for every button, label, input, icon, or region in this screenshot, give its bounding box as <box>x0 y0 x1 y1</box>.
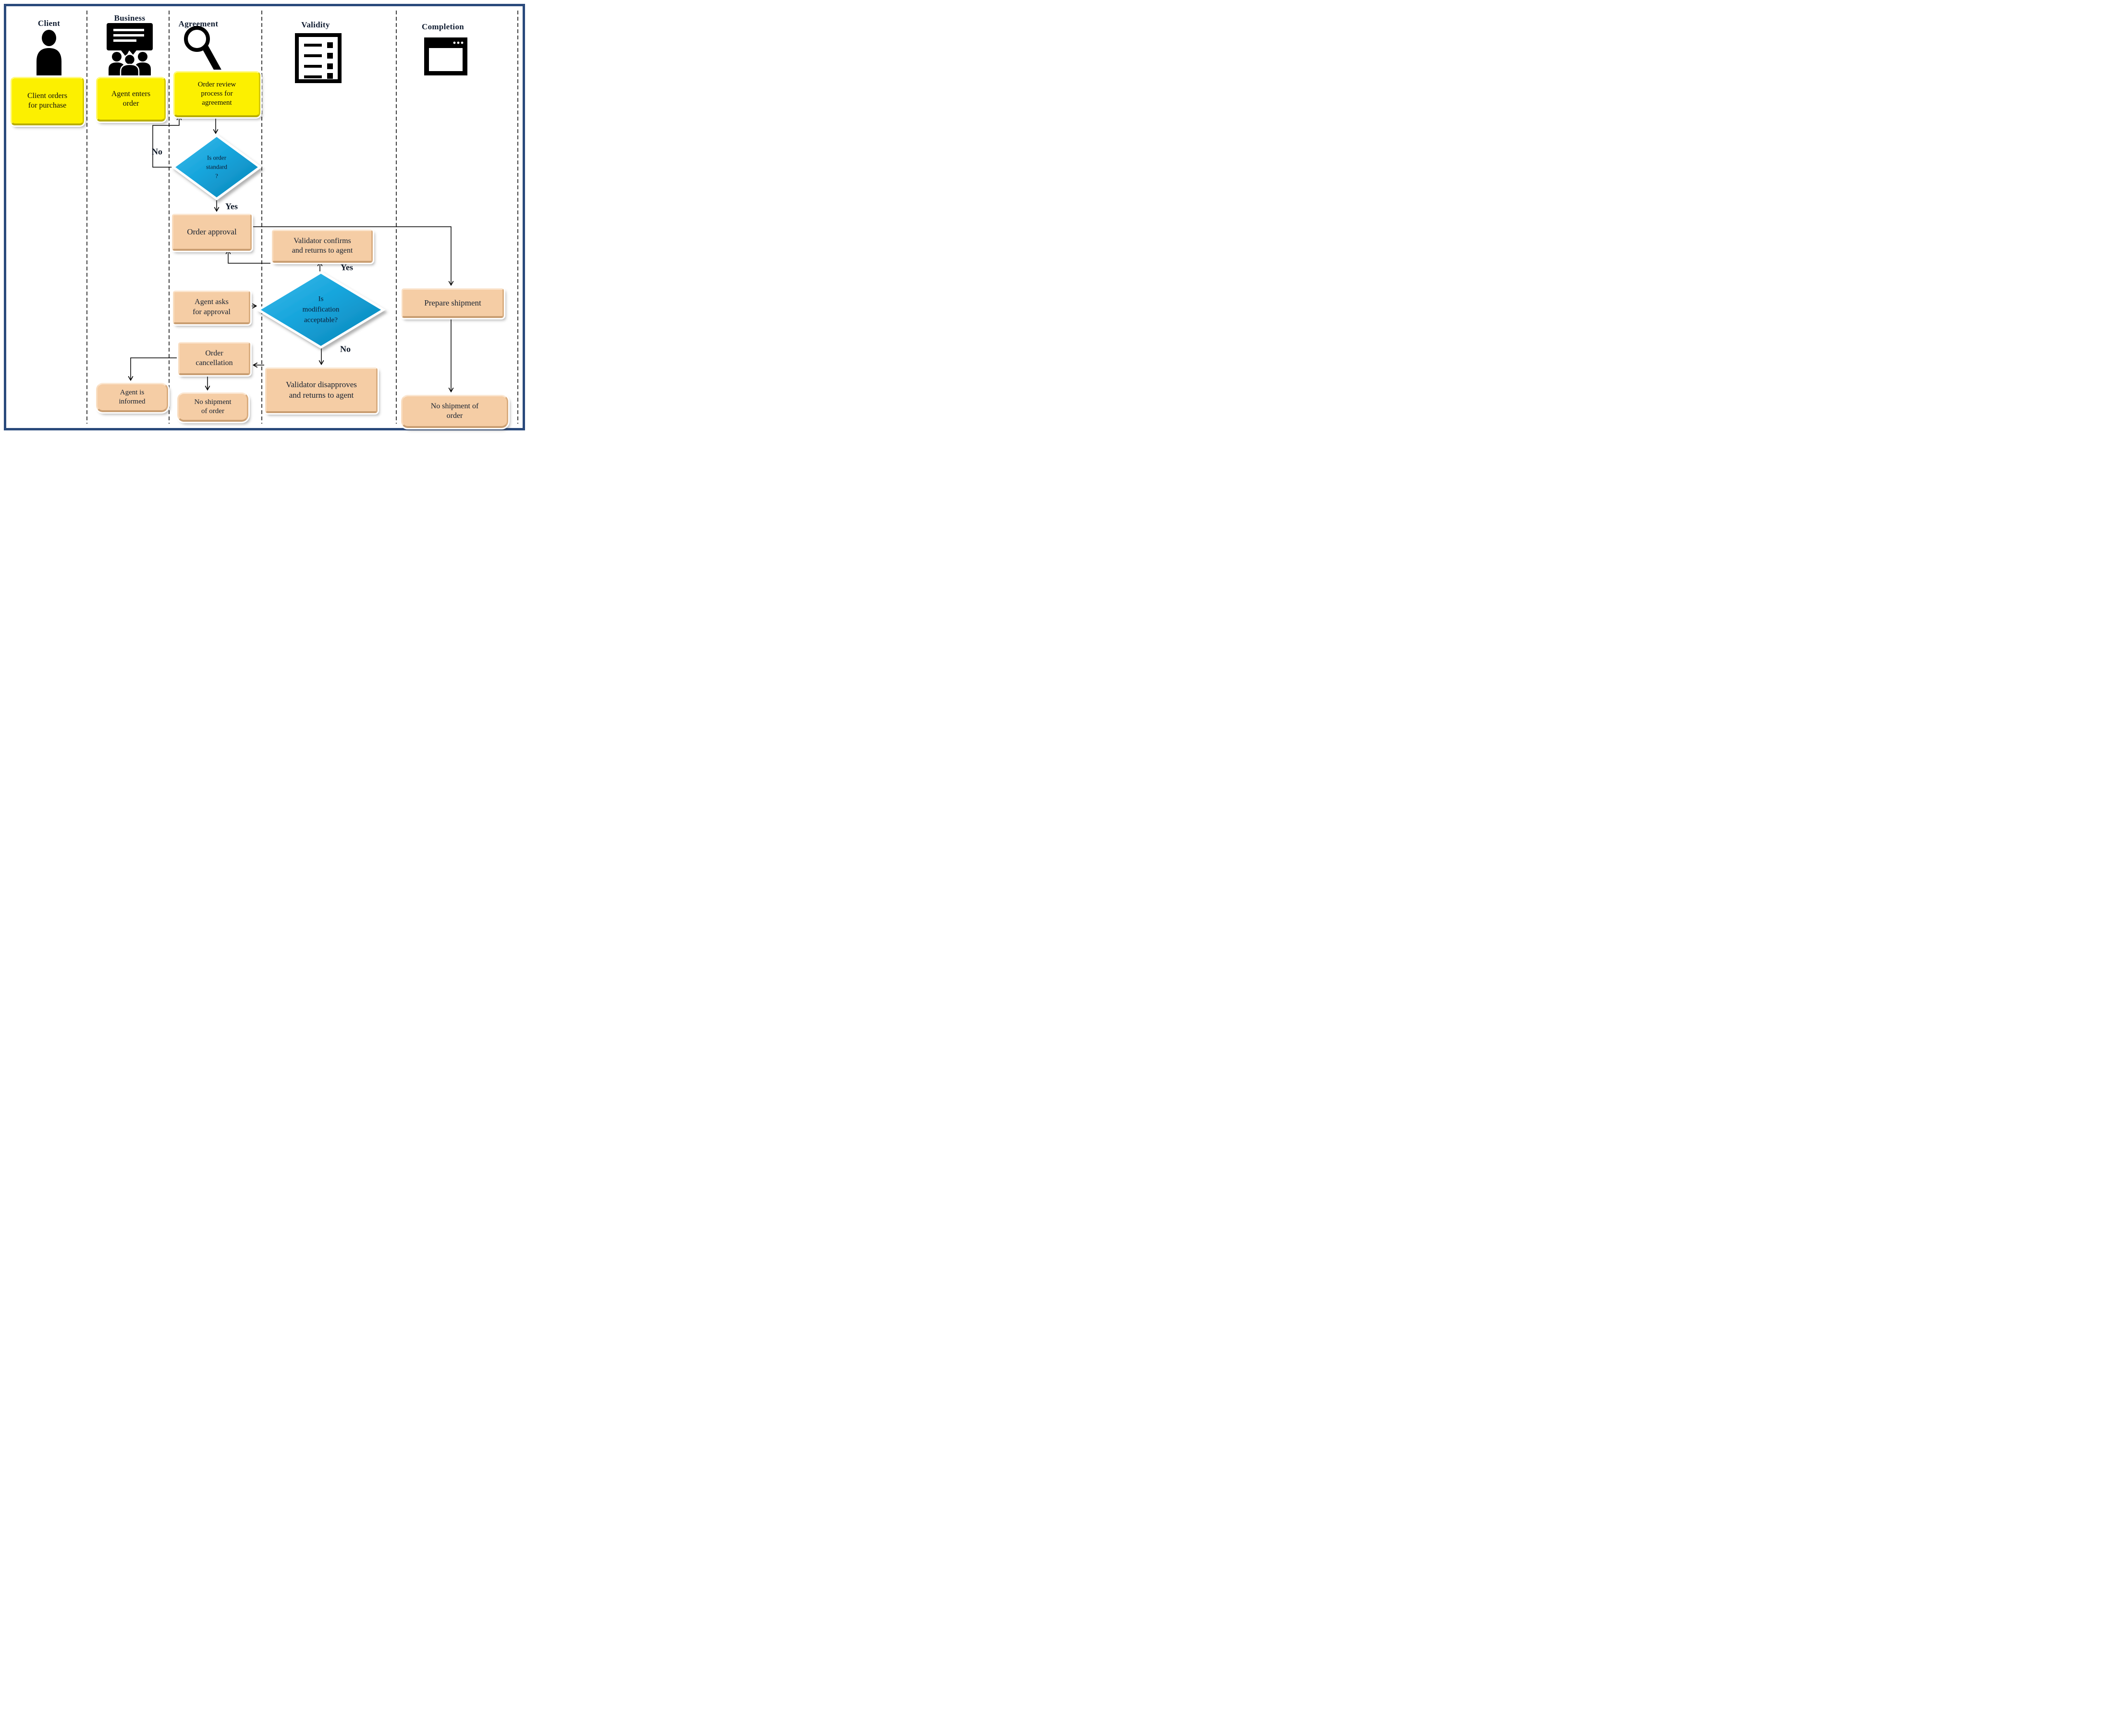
decision-text-is-modification-acceptable: Is modification acceptable? <box>302 295 340 324</box>
decision-text-is-order-standard: Is order standard ? <box>206 154 228 180</box>
checklist-icon <box>295 33 342 83</box>
edge-label-standard-yes: Yes <box>225 201 238 211</box>
lane-header-completion: Completion <box>422 22 464 31</box>
node-agent-informed: Agent is informed <box>96 383 168 412</box>
node-order-review: Order review process for agreement <box>173 71 260 117</box>
diagram-border <box>4 4 525 430</box>
edge-confirms-to-approval <box>228 250 270 264</box>
node-prepare-shipment: Prepare shipment <box>402 288 504 318</box>
browser-window-icon <box>424 37 467 75</box>
node-client-orders: Client orders for purchase <box>11 77 84 125</box>
lane-header-business: Business <box>114 13 146 23</box>
node-agent-asks: Agent asks for approval <box>173 291 250 324</box>
node-no-shipment-left: No shipment of order <box>177 392 248 422</box>
decision-is-modification-acceptable <box>256 271 386 349</box>
decision-is-order-standard <box>171 134 262 201</box>
person-icon <box>37 30 61 76</box>
edge-label-modification-no: No <box>340 344 351 354</box>
meeting-icon <box>107 23 153 78</box>
lane-header-client: Client <box>37 19 61 28</box>
decision-shapes <box>171 134 386 349</box>
node-no-shipment-right: No shipment of order <box>401 395 508 428</box>
node-agent-enters-order: Agent enters order <box>96 77 166 122</box>
edge-standard-no-loop <box>152 116 179 168</box>
connectors-layer <box>86 11 518 424</box>
node-order-cancellation: Order cancellation <box>178 342 250 375</box>
lane-header-agreement: Agreement <box>178 19 219 28</box>
lane-separators <box>86 11 518 424</box>
magnifier-icon <box>184 26 224 78</box>
icons-layer <box>37 23 467 83</box>
edge-label-standard-no: No <box>152 147 162 157</box>
node-order-approval: Order approval <box>172 214 252 251</box>
edge-cancellation-to-informed <box>131 357 178 380</box>
edge-label-modification-yes: Yes <box>341 262 353 272</box>
node-validator-disapproves: Validator disapproves and returns to age… <box>265 367 378 413</box>
node-validator-confirms: Validator confirms and returns to agent <box>272 230 373 263</box>
flowchart-canvas: Client Business Agreement Validity Compl… <box>0 0 529 434</box>
lane-header-validity: Validity <box>301 20 330 29</box>
edge-approval-to-prepare <box>249 226 451 285</box>
